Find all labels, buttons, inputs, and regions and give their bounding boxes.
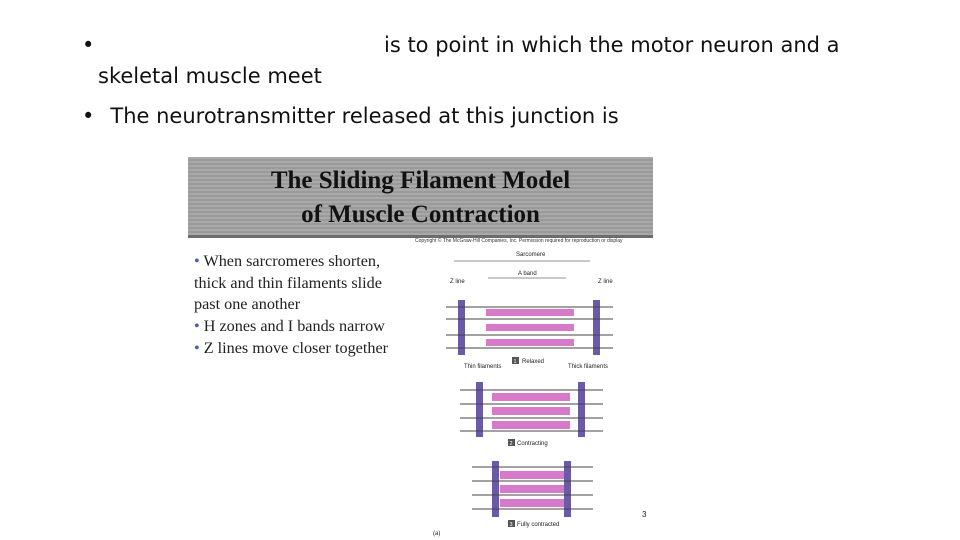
thick-filament	[500, 485, 564, 493]
figure-title-banner: The Sliding Filament Model of Muscle Con…	[188, 157, 653, 238]
figure-point-text: Z lines move closer together	[203, 338, 389, 357]
thick-filament	[486, 309, 574, 316]
z-disc	[476, 382, 483, 437]
relaxed-panel	[446, 300, 613, 355]
figure-points: • When sarcromeres shorten, thick and th…	[194, 251, 394, 360]
thick-filament	[486, 324, 574, 331]
figure-point: • Z lines move closer together	[194, 338, 389, 357]
step-3-number: 3	[510, 522, 513, 528]
bullet-1: • is to point in which the motor neuron …	[82, 33, 942, 88]
copyright-notice: Copyright © The McGraw-Hill Companies, I…	[415, 238, 623, 244]
contracting-panel	[460, 382, 603, 437]
thick-filament	[486, 339, 574, 346]
thick-filament	[500, 499, 564, 507]
z-disc	[458, 300, 465, 355]
slide-bullets: • is to point in which the motor neuron …	[82, 33, 942, 127]
thick-filament	[492, 393, 570, 401]
step-1-number: 1	[514, 359, 517, 365]
thick-filament	[492, 421, 570, 429]
sarcomere-diagram: Sarcomere A band Z line Z line 1 Relaxed…	[433, 252, 613, 537]
bullet-2: • The neurotransmitter released at this j…	[82, 104, 619, 128]
figure-point-text: When sarcromeres shorten, thick and thin…	[194, 252, 382, 314]
z-disc	[578, 382, 585, 437]
figure-title-line-2: of Muscle Contraction	[301, 201, 540, 228]
bullet-glyph: •	[82, 104, 95, 128]
bullet-glyph: •	[82, 33, 95, 57]
z-disc	[593, 300, 600, 355]
step-3-badge	[508, 520, 515, 527]
a-band-label: A band	[518, 271, 537, 277]
figure-title-line-1: The Sliding Filament Model	[270, 167, 571, 194]
thick-filament	[500, 471, 564, 479]
thin-filaments-label: Thin filaments	[464, 364, 501, 370]
z-line-left-label: Z line	[450, 279, 465, 285]
sarcomere-label: Sarcomere	[516, 252, 546, 258]
z-disc	[492, 461, 499, 517]
step-2-label: Contracting	[517, 441, 548, 447]
thick-filaments-label: Thick filaments	[568, 364, 608, 370]
figure-point-text: H zones and I bands narrow	[203, 317, 385, 336]
panel-label: (a)	[433, 531, 440, 537]
bullet-1-continuation: skeletal muscle meet	[98, 64, 322, 88]
step-2-badge	[508, 439, 515, 446]
page-number: 3	[642, 510, 647, 519]
step-1-badge	[512, 357, 519, 364]
embedded-figure: The Sliding Filament Model of Muscle Con…	[188, 157, 653, 540]
step-3-label: Fully contracted	[517, 522, 559, 528]
fully-contracted-panel	[472, 461, 593, 517]
bullet-2-text: The neurotransmitter released at this ju…	[110, 104, 619, 128]
figure-point: • When sarcromeres shorten, thick and th…	[194, 252, 382, 314]
z-disc	[564, 461, 571, 517]
step-1-label: Relaxed	[522, 359, 544, 365]
thick-filament	[492, 407, 570, 415]
figure-point: • H zones and I bands narrow	[194, 317, 385, 336]
bullet-1-text: is to point in which the motor neuron an…	[384, 33, 840, 57]
z-line-right-label: Z line	[598, 279, 613, 285]
step-2-number: 2	[510, 441, 513, 447]
